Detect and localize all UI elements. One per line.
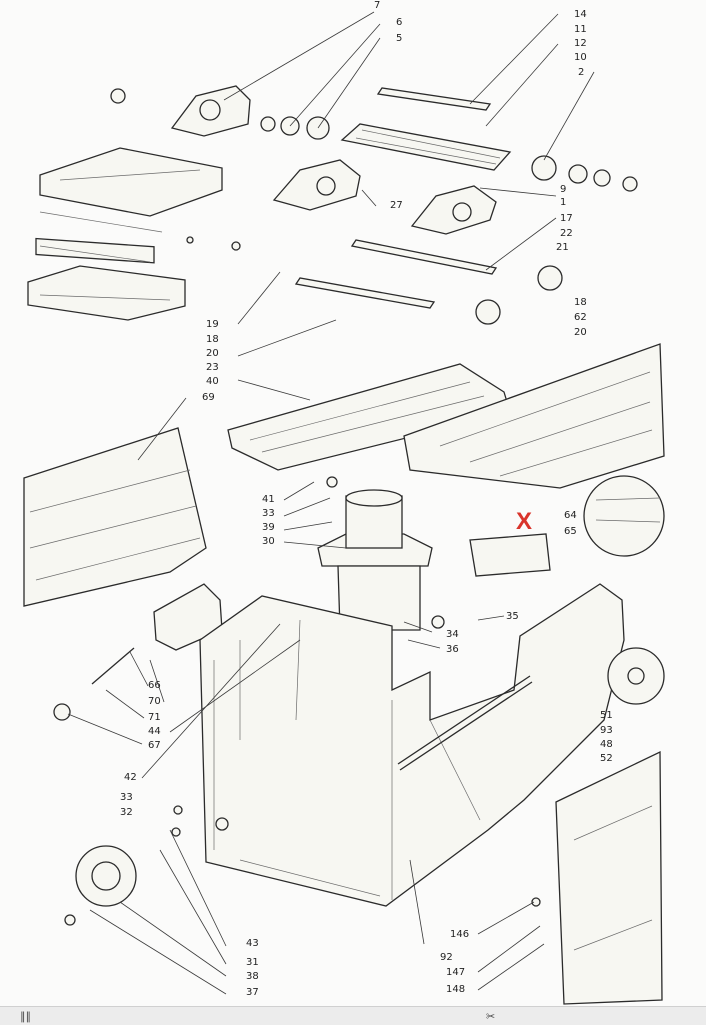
part-label: 9 [560,184,567,195]
part-label: 11 [574,24,587,35]
part-label: 70 [148,696,161,707]
part-label: 41 [262,494,275,505]
part-label: 71 [148,712,161,723]
part-label: 65 [564,526,577,537]
belt-and-lever [91,647,533,771]
part-label: 34 [446,629,459,640]
part-label: 48 [600,739,613,750]
right-ribbed-table [403,343,665,489]
upper-cover-plate [39,147,223,233]
fence-bracket [469,533,551,577]
part-label: 67 [148,740,161,751]
part-label: 36 [446,644,459,655]
side-door-panel [555,750,663,1005]
part-label: 12 [574,38,587,49]
left-bearing-bracket [170,85,251,137]
part-label: 40 [206,376,219,387]
part-label: 20 [574,327,587,338]
sprockets [475,265,563,325]
part-label: 31 [246,957,259,968]
part-label: 21 [556,242,569,253]
part-label: 146 [450,929,470,940]
drive-pulley-left [75,845,137,907]
part-label: 92 [440,952,453,963]
motor-housing [583,475,665,557]
bottom-strip: ∥∥ ✂ [0,1006,706,1025]
part-label: 1 [560,197,567,208]
x-marker: X [516,508,533,535]
leader-lines [67,11,595,995]
upper-rod [376,87,492,111]
part-label: 62 [574,312,587,323]
part-label: 19 [206,319,219,330]
part-label: 66 [148,680,161,691]
drive-pulley-right [607,647,665,705]
strip-glyph: ∥∥ [20,1010,31,1023]
part-label: 93 [600,725,613,736]
part-label: 52 [600,753,613,764]
part-label: 33 [120,792,133,803]
part-label: 64 [564,510,577,521]
machine-frame [199,583,625,907]
part-label: 32 [120,807,133,818]
part-label: 10 [574,52,587,63]
part-label: 20 [206,348,219,359]
part-label: 23 [206,362,219,373]
feed-roller-comb [35,237,155,264]
part-label: 6 [396,17,403,28]
part-label: 5 [396,33,403,44]
part-label: 51 [600,710,613,721]
part-label: 17 [560,213,573,224]
part-label: 27 [390,200,403,211]
cutter-block [340,123,512,171]
part-label: 37 [246,987,259,998]
part-label: 148 [446,984,466,995]
part-label: 69 [202,392,215,403]
part-label: 44 [148,726,161,737]
part-label: 147 [446,967,466,978]
part-label: 18 [574,297,587,308]
right-bearing-bracket [410,185,497,235]
spindle-housing [317,489,433,631]
center-bearing-bracket [272,159,361,211]
lower-shaft [294,277,436,309]
part-label: 42 [124,772,137,783]
part-label: 43 [246,938,259,949]
part-label: 35 [506,611,519,622]
part-label: 14 [574,9,587,20]
part-label: 2 [578,67,585,78]
part-label: 7 [374,0,381,11]
part-label: 33 [262,508,275,519]
left-ribbed-table [23,427,207,607]
part-label: 39 [262,522,275,533]
part-label: 22 [560,228,573,239]
crop-icon: ✂ [486,1010,496,1023]
small-fasteners [53,88,541,926]
mid-shaft [350,239,498,275]
lower-guard-plate [27,265,186,321]
part-label: 18 [206,334,219,345]
part-label: 38 [246,971,259,982]
part-label: 30 [262,536,275,547]
